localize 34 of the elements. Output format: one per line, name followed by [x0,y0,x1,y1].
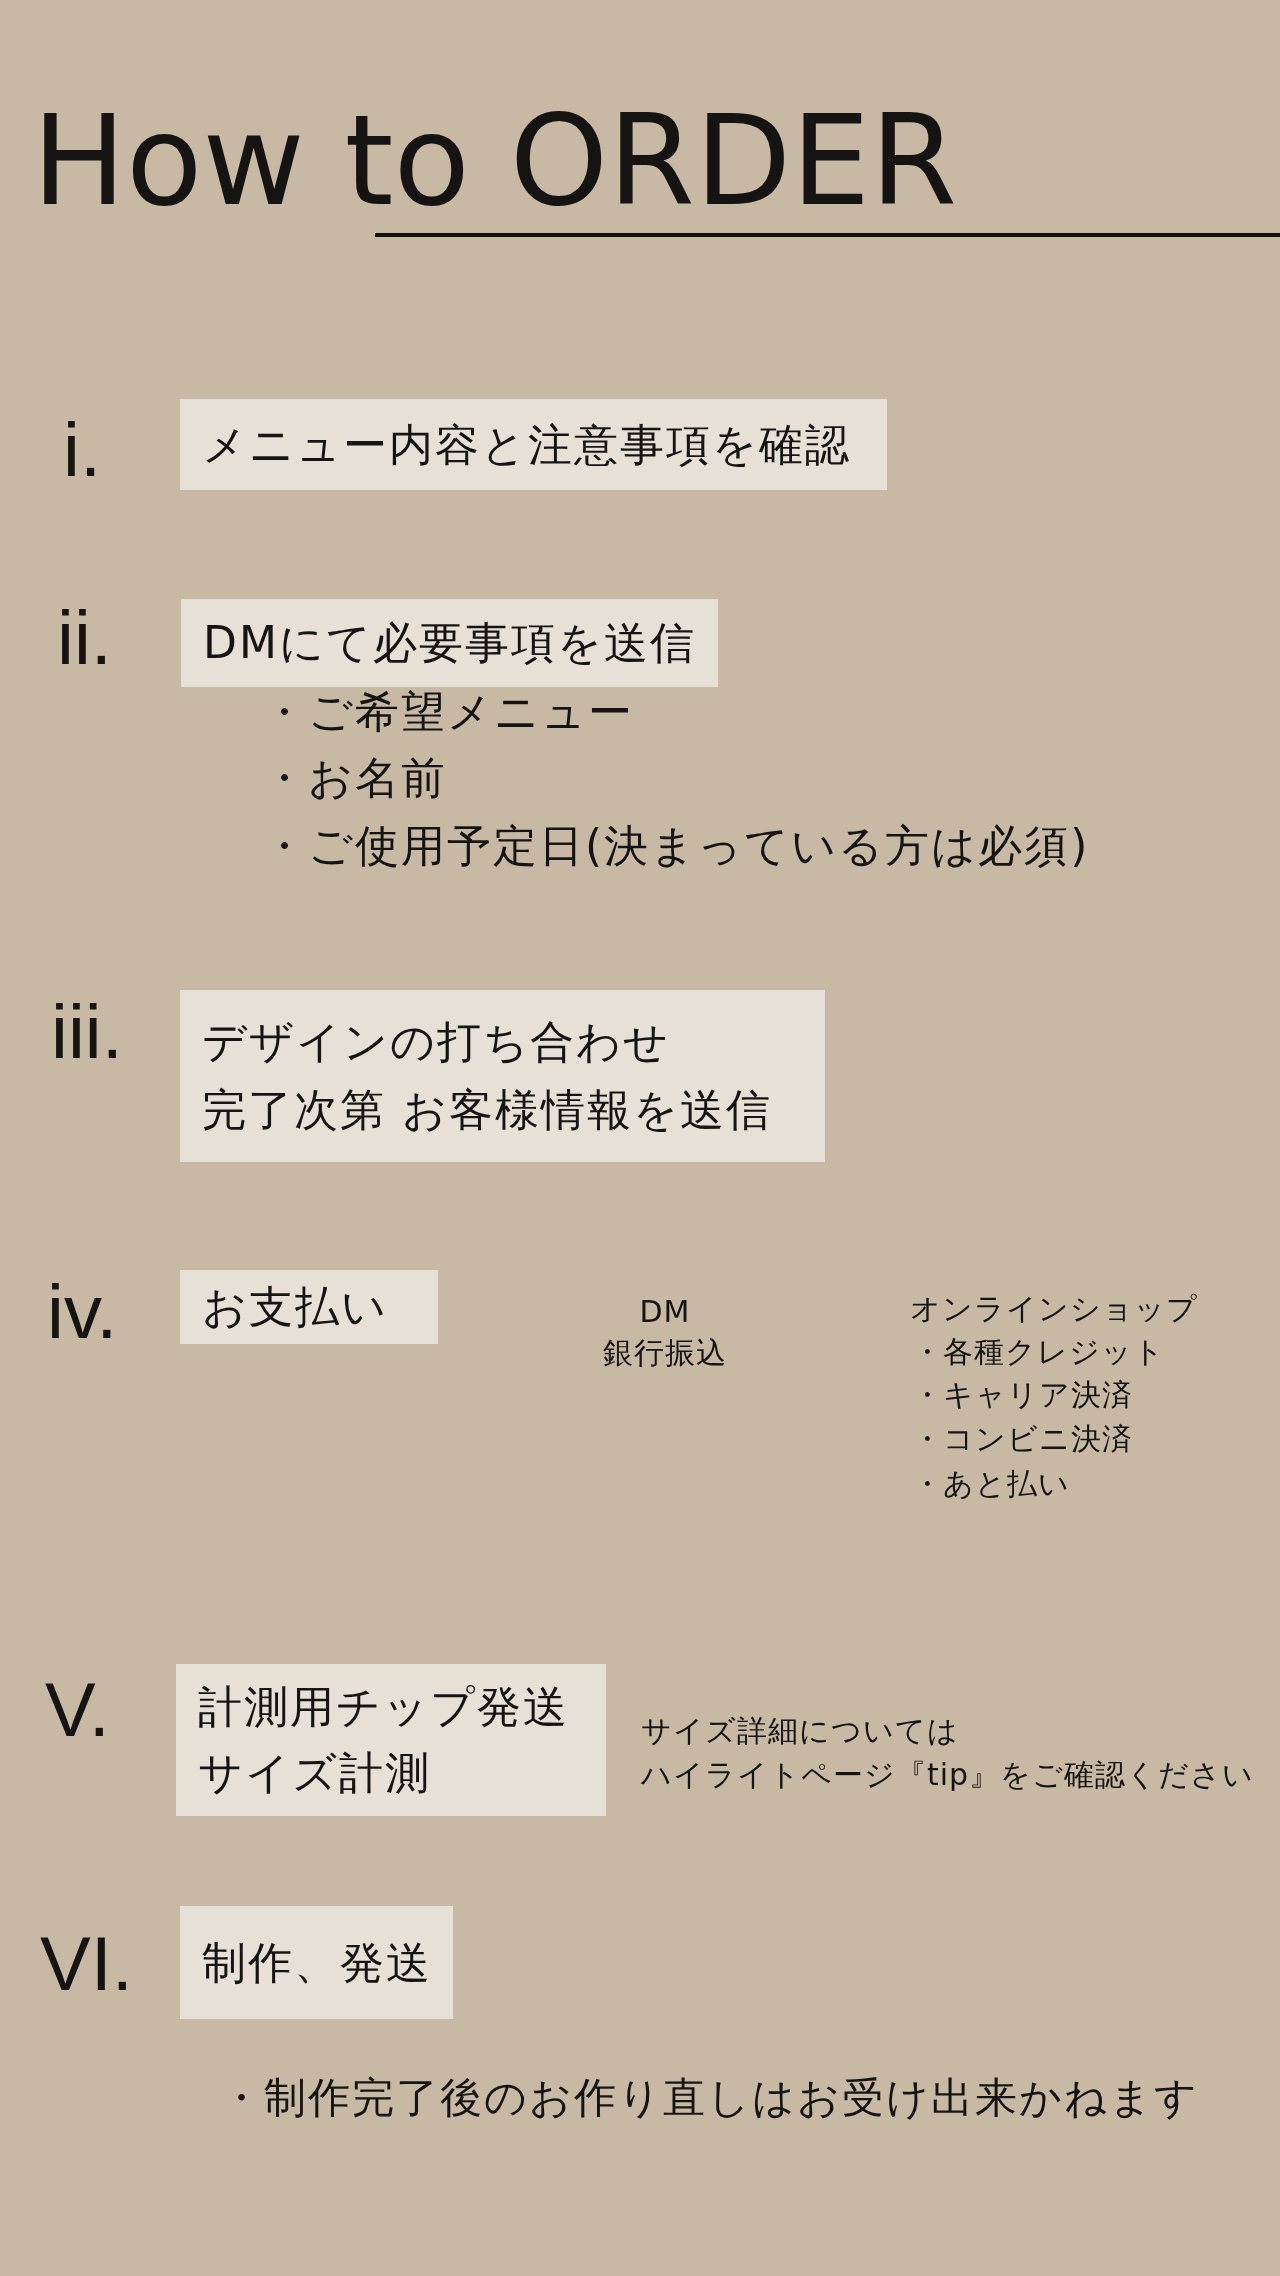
note-text: ・コンビニ決済 [912,1420,1133,1458]
step-box [181,599,718,687]
step-box [180,1906,453,2019]
step-text: メニュー内容と注意事項を確認 [202,417,851,472]
title: How to ORDER [32,98,957,223]
note-text: オンラインショップ [910,1290,1198,1328]
note-text: ハイライトページ『tip』をご確認ください [641,1756,1255,1794]
step-box [180,399,887,490]
step-number: V. [45,1672,110,1748]
step-box [176,1664,606,1816]
note-text: ・制作完了後のお作り直しはお受け出来かねます [220,2072,1199,2124]
step-text: 制作、発送 [202,1935,432,1990]
step-text: サイズ計測 [198,1746,431,1800]
step-box [180,990,825,1162]
step-box [180,1270,438,1344]
note-text: サイズ詳細については [641,1712,959,1750]
step-text: DMにて必要事項を送信 [203,616,696,670]
step-number: ii. [57,600,112,676]
step-text: お支払い [202,1280,388,1334]
step-text: 計測用チップ発送 [198,1680,569,1734]
note-text: ・各種クレジット [912,1333,1165,1371]
note-text: ・ご使用予定日(決まっている方は必須) [262,819,1090,873]
step-text: 完了次第 お客様情報を送信 [202,1083,772,1137]
note-text: 銀行振込 [603,1334,727,1372]
note-text: ・お名前 [262,751,447,805]
step-text: デザインの打ち合わせ [202,1015,670,1069]
note-text: ・あと払い [912,1465,1070,1503]
step-number: iii. [51,994,123,1070]
note-text: ・キャリア決済 [912,1376,1133,1414]
note-text: ・ご希望メニュー [262,685,634,739]
step-number: i. [63,412,101,488]
step-number: iv. [47,1274,118,1350]
note-text: DM [639,1293,691,1331]
step-number: VI. [40,1926,133,2002]
